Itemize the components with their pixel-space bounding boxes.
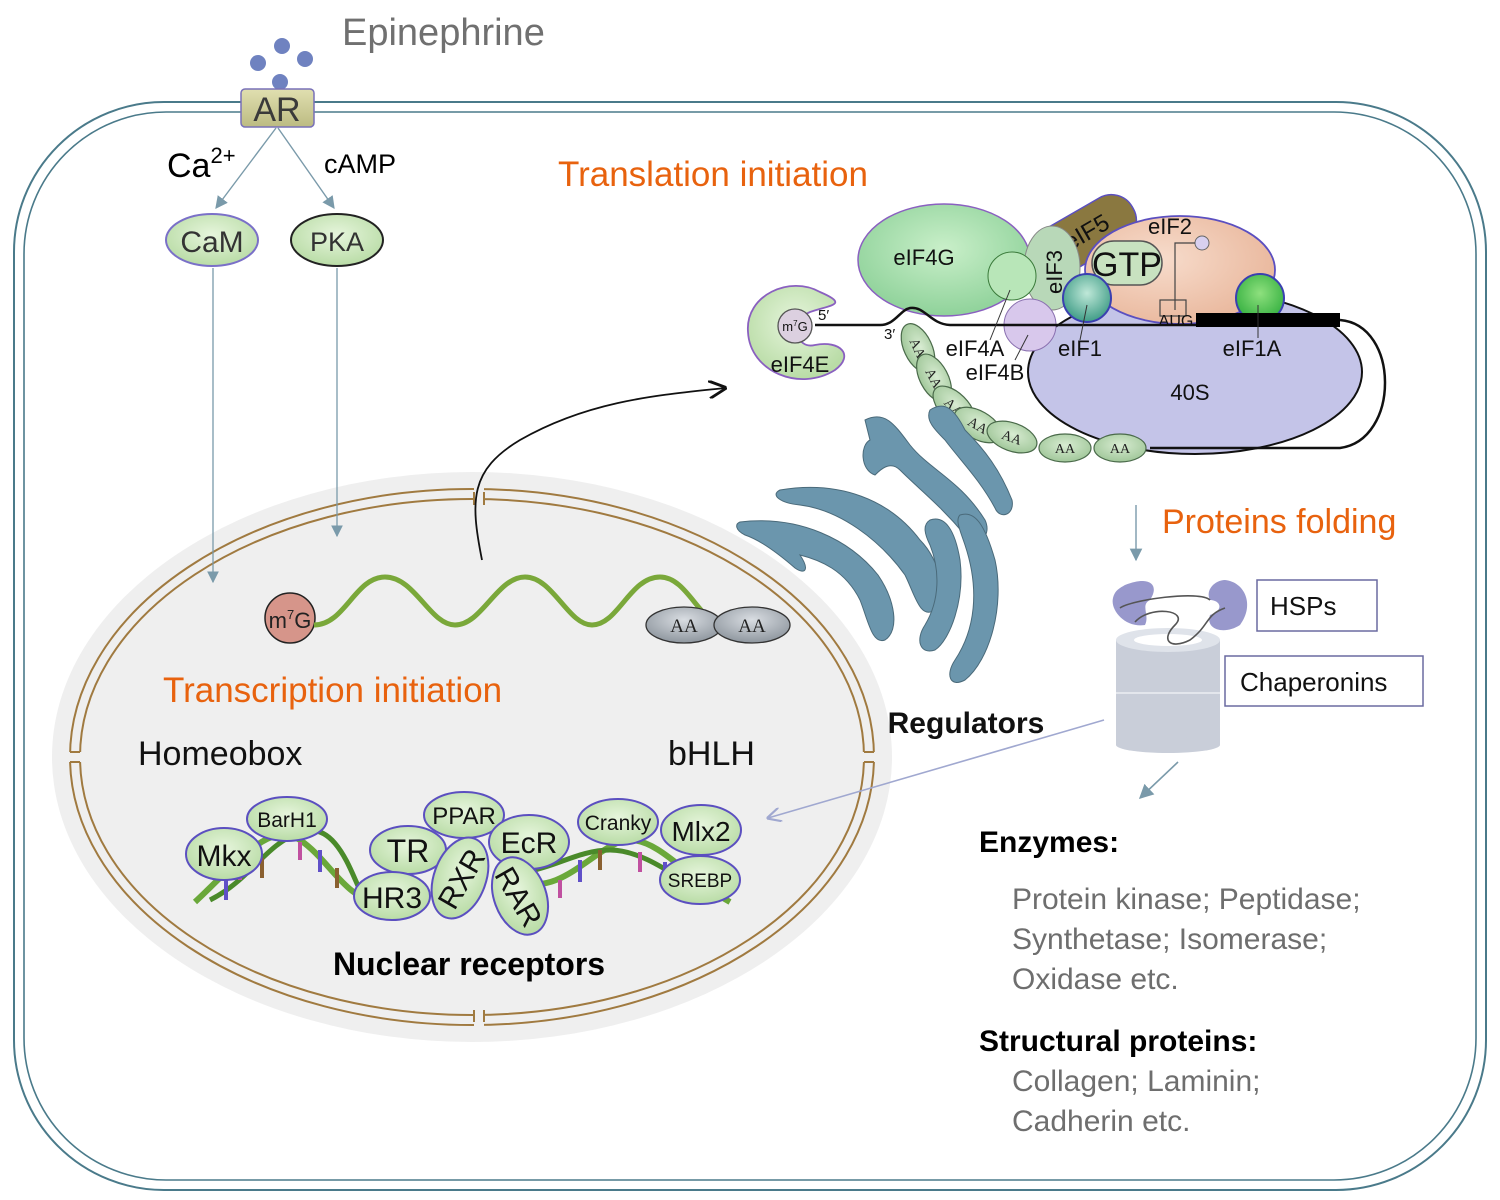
factor-hr3 xyxy=(353,871,431,921)
chaperonins-box xyxy=(1224,655,1424,707)
calcium-label: Ca2+ xyxy=(167,143,236,185)
aug-label: AUG xyxy=(1159,313,1194,330)
hsps-label: HSPs xyxy=(1270,591,1336,621)
factor-label: TR xyxy=(387,833,430,869)
homeobox-label: Homeobox xyxy=(138,735,302,773)
structural-line: Cadherin etc. xyxy=(1012,1105,1190,1138)
polya-bead-label: AA xyxy=(1110,442,1131,457)
unfolded-protein xyxy=(1119,595,1226,645)
polya-bead-label: AA xyxy=(1055,442,1076,457)
factor-label: Mkx xyxy=(197,840,252,873)
factor-cranky xyxy=(577,798,659,846)
eif1-label: eIF1 xyxy=(1058,336,1102,361)
coding-region xyxy=(1196,313,1340,327)
chaperonin-barrel xyxy=(1116,628,1220,753)
golgi-apparatus xyxy=(736,405,1013,683)
five-prime-label: 5′ xyxy=(818,307,829,324)
factor-label: HR3 xyxy=(362,882,422,915)
polya-bead xyxy=(1093,433,1147,463)
camp-arrow xyxy=(277,127,335,210)
transcription-title: Transcription initiation xyxy=(163,671,502,710)
factor-rar xyxy=(490,856,550,936)
nuclear-pore xyxy=(474,486,484,512)
chaperonins-label: Chaperonins xyxy=(1240,667,1387,697)
translation-title: Translation initiation xyxy=(558,155,868,194)
factor-srebp xyxy=(659,855,741,905)
m7g-cap-label: m7G xyxy=(269,607,312,633)
hsps-box xyxy=(1256,579,1378,632)
eif1a-label: eIF1A xyxy=(1223,336,1282,361)
enzymes-line: Protein kinase; Peptidase; xyxy=(1012,883,1361,916)
three-prime-label: 3′ xyxy=(884,326,895,343)
factor-rxr xyxy=(430,836,490,920)
structural-line: Collagen; Laminin; xyxy=(1012,1065,1260,1098)
regulators-to-nucleus-arrow xyxy=(768,719,1105,818)
adrenergic-receptor xyxy=(240,88,315,128)
enzymes-line: Oxidase etc. xyxy=(1012,963,1179,996)
eif2-label: eIF2 xyxy=(1148,214,1192,239)
camp-label: cAMP xyxy=(324,149,396,179)
nuclear-polya-label: AA xyxy=(738,616,766,637)
translation-cap xyxy=(777,308,813,344)
nuclear-polya-2 xyxy=(713,606,791,644)
bhlh-label: bHLH xyxy=(668,735,755,773)
factor-label: SREBP xyxy=(668,871,732,892)
epinephrine-molecules xyxy=(274,38,290,54)
receptor-label: AR xyxy=(253,91,300,129)
hsp-right xyxy=(1208,580,1248,631)
ca-arrow xyxy=(215,127,277,210)
gtp-molecule xyxy=(1091,240,1163,286)
factor-barh1 xyxy=(246,796,328,842)
regulators-label: Regulators xyxy=(888,707,1045,740)
nuclear-pore xyxy=(474,1004,484,1030)
structural-title: Structural proteins: xyxy=(979,1025,1257,1058)
folding-title: Proteins folding xyxy=(1162,503,1396,541)
pka-node xyxy=(290,213,384,267)
factor-label: Mlx2 xyxy=(671,816,730,847)
factor-label: EcR xyxy=(501,827,558,860)
eif4e-label: eIF4E xyxy=(771,352,830,377)
epinephrine-dot xyxy=(250,55,266,71)
epinephrine-dot xyxy=(272,74,288,90)
gtp-label: GTP xyxy=(1092,246,1162,284)
mrna-loop xyxy=(1150,318,1387,450)
pka-label: PKA xyxy=(310,227,364,257)
eif4a-label: eIF4A xyxy=(946,336,1005,361)
ribosome-label: 40S xyxy=(1170,380,1209,405)
translation-cap-label: m7G xyxy=(782,319,807,334)
eif4a-complex xyxy=(987,251,1037,301)
mrna-strand-translation xyxy=(815,306,1200,327)
factor-mlx2 xyxy=(660,804,742,856)
cell-membrane-outer xyxy=(13,101,1487,1191)
enzymes-title: Enzymes: xyxy=(979,826,1119,859)
nuclear-receptors-label: Nuclear receptors xyxy=(333,946,605,982)
met-trna-icon xyxy=(1194,235,1210,251)
products-arrow xyxy=(1138,761,1179,799)
cam-label: CaM xyxy=(180,226,243,259)
nuclear-pore xyxy=(856,752,882,762)
eif4g-label: eIF4G xyxy=(893,245,954,270)
mrna-export-arrow xyxy=(474,388,725,561)
cell-membrane-inner xyxy=(23,111,1477,1181)
nuclear-pore xyxy=(62,752,88,762)
eif4b-label: eIF4B xyxy=(966,360,1025,385)
polya-bead-label: AA xyxy=(999,428,1024,449)
factor-mkx xyxy=(185,827,263,881)
mrna-strand xyxy=(313,574,726,628)
eif1-complex xyxy=(1062,273,1112,323)
epinephrine-label: Epinephrine xyxy=(342,12,545,54)
nuclear-polya-label: AA xyxy=(670,616,698,637)
m7g-cap xyxy=(264,592,316,644)
factor-label: BarH1 xyxy=(257,809,317,832)
trna-anchor xyxy=(1159,299,1187,317)
enzymes-line: Synthetase; Isomerase; xyxy=(1012,923,1327,956)
polya-bead xyxy=(986,420,1038,454)
eif3-label: eIF3 xyxy=(1042,250,1067,294)
factor-label: PPAR xyxy=(432,803,496,830)
cam-node xyxy=(165,213,259,267)
epinephrine-dot xyxy=(297,51,313,67)
factor-label: Cranky xyxy=(585,812,652,835)
polya-bead xyxy=(1038,433,1092,463)
